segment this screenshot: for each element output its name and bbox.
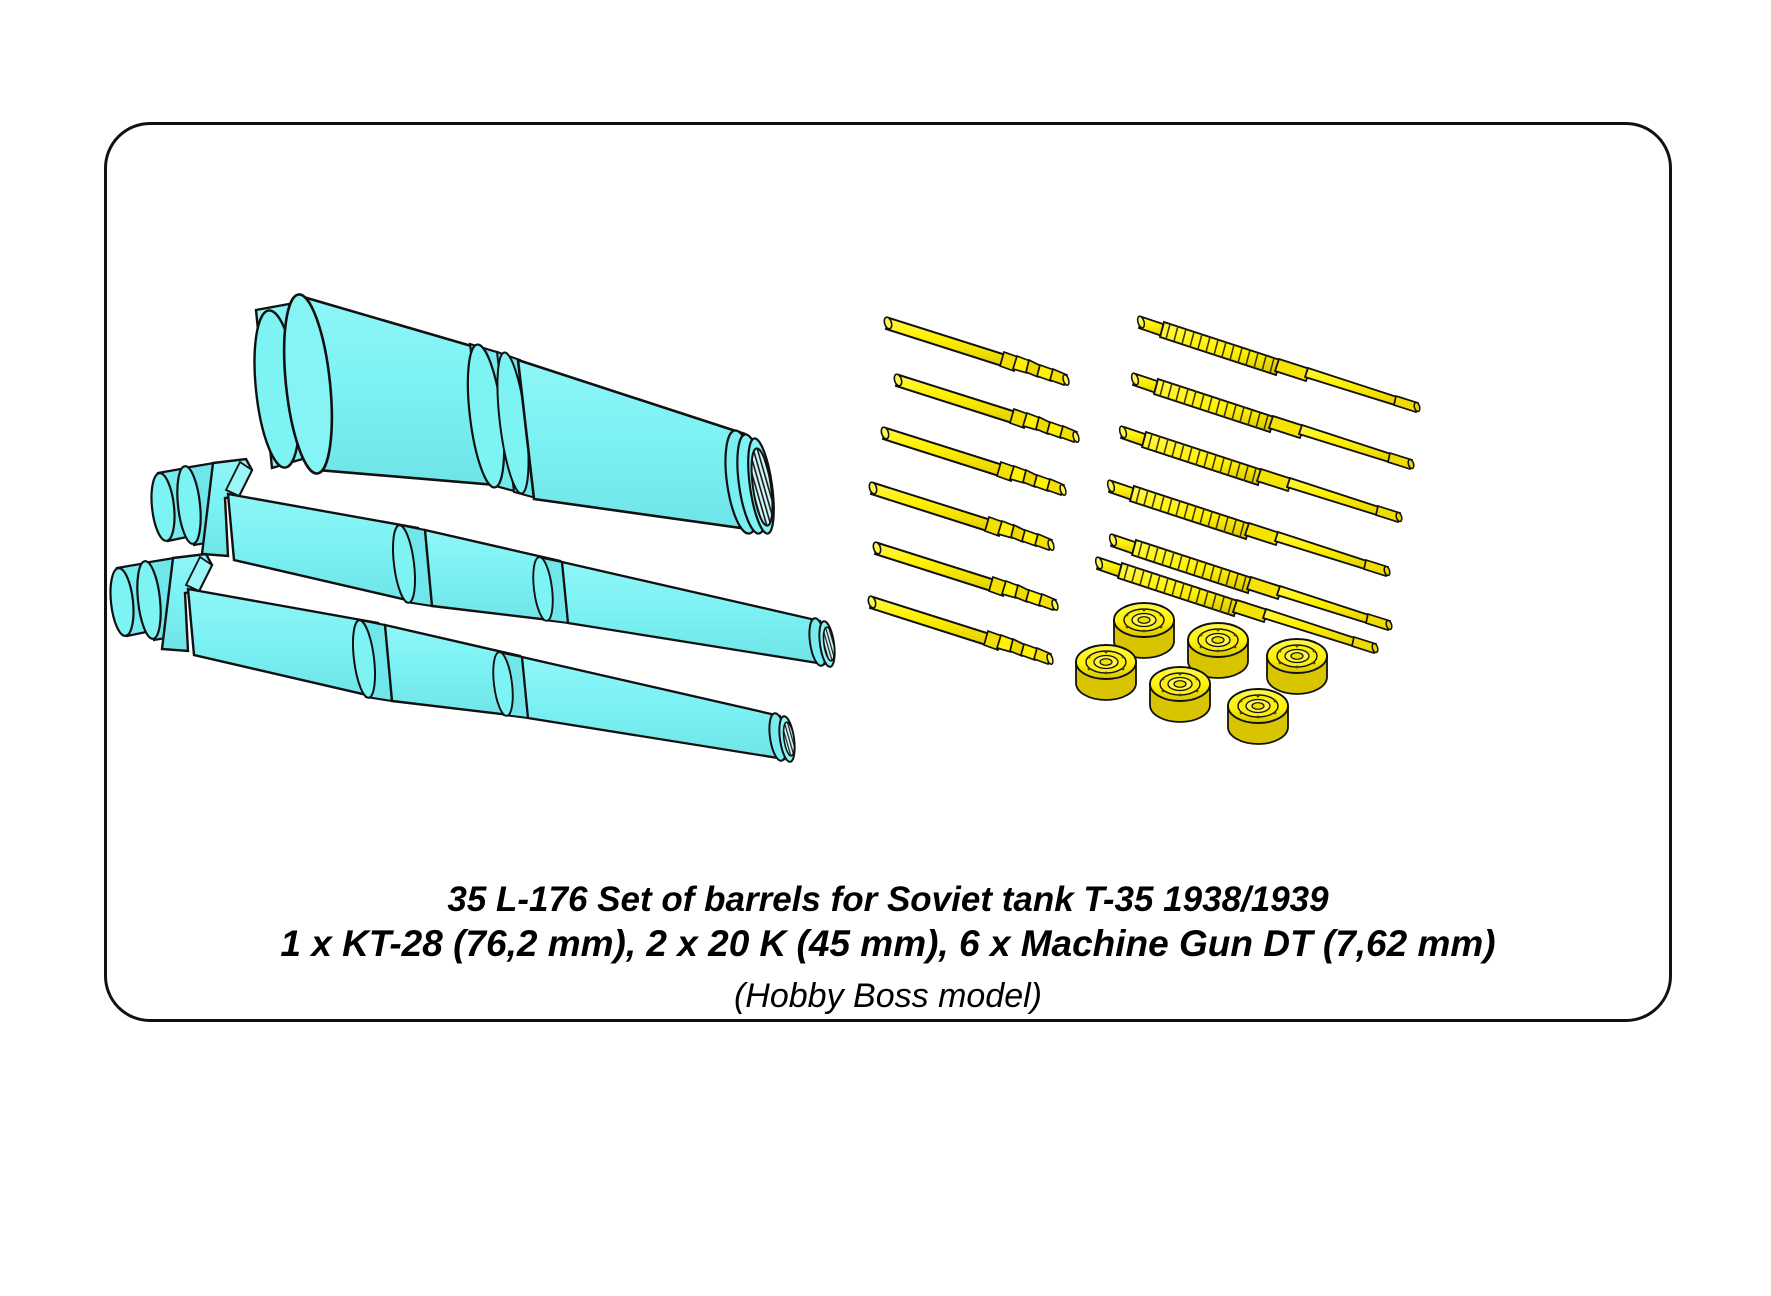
caption-line-title: 35 L-176 Set of barrels for Soviet tank … xyxy=(447,880,1329,919)
caption-line-contents: 1 x KT-28 (76,2 mm), 2 x 20 K (45 mm), 6… xyxy=(280,923,1496,964)
caption-block: 35 L-176 Set of barrels for Soviet tank … xyxy=(104,878,1672,1026)
caption-line-manufacturer: (Hobby Boss model) xyxy=(733,977,1042,1015)
